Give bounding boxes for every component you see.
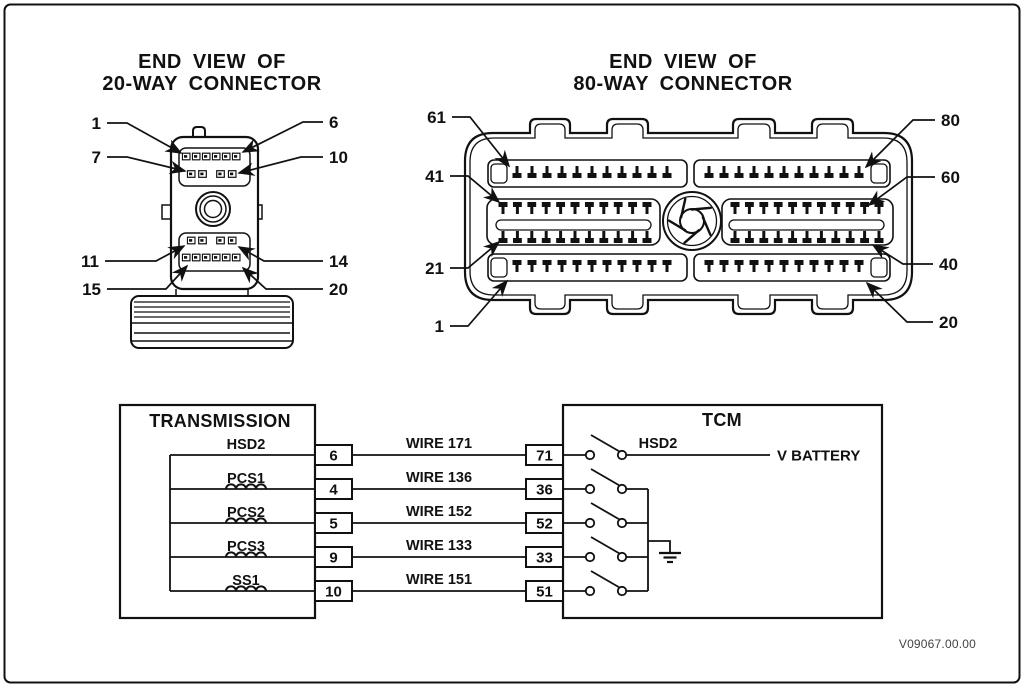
conn20-label-11: 11 xyxy=(81,252,99,271)
figure-id: V09067.00.00 xyxy=(899,637,976,651)
conn20-label-20: 20 xyxy=(329,280,348,299)
circuit-row: SS1 10 WIRE 151 51 xyxy=(170,570,648,602)
connector20-end-view: END VIEW OF 20-WAY CONNECTOR xyxy=(81,51,348,349)
conn20-title-line2: 20-WAY CONNECTOR xyxy=(102,73,321,95)
trans-pin-number: 4 xyxy=(329,482,338,499)
conn20-title-line1: END VIEW OF xyxy=(138,51,286,73)
component-label: SS1 xyxy=(232,573,259,589)
tcm-title: TCM xyxy=(702,410,742,430)
v-battery-label: V BATTERY xyxy=(777,448,860,465)
conn80-title-line2: 80-WAY CONNECTOR xyxy=(573,73,792,95)
conn80-center-lock xyxy=(662,191,722,251)
circuit-row: PCS2 5 WIRE 152 52 xyxy=(170,502,648,534)
trans-pin-number: 6 xyxy=(329,448,337,465)
tcm-box xyxy=(561,403,884,620)
wire-label: WIRE 136 xyxy=(406,470,472,486)
schematic: TRANSMISSION TCM HSD2 6 WIRE 171 71 HSD2… xyxy=(118,403,884,620)
solenoid-coil xyxy=(225,483,267,490)
conn80-label-60: 60 xyxy=(941,168,960,187)
tcm-pin-number: 71 xyxy=(536,448,553,465)
tcm-driver-label: HSD2 xyxy=(639,436,678,452)
driver-switch xyxy=(563,468,628,495)
transmission-box xyxy=(118,403,317,620)
conn20-label-6: 6 xyxy=(329,113,338,132)
conn80-label-1: 1 xyxy=(435,317,444,336)
conn80-title-line1: END VIEW OF xyxy=(609,51,757,73)
circuit-row: PCS1 4 WIRE 136 36 xyxy=(170,468,648,500)
conn20-label-7: 7 xyxy=(92,148,101,167)
wire-label: WIRE 133 xyxy=(406,538,472,554)
circuit-row: PCS3 9 WIRE 133 33 xyxy=(170,536,648,568)
tcm-pin-number: 36 xyxy=(536,482,553,499)
conn80-label-20: 20 xyxy=(939,313,958,332)
conn80-label-41: 41 xyxy=(425,167,444,186)
tcm-pin-number: 51 xyxy=(536,584,553,601)
conn80-leaders xyxy=(450,116,935,327)
trans-pin-number: 10 xyxy=(325,584,342,601)
conn80-pin-labels: 61 80 41 60 21 40 1 20 xyxy=(425,108,960,336)
circuit-row: HSD2 6 WIRE 171 71 HSD2 V BATTERY xyxy=(170,434,860,466)
transmission-title: TRANSMISSION xyxy=(149,411,291,431)
component-label: HSD2 xyxy=(227,437,266,453)
component-label: PCS1 xyxy=(227,471,265,487)
trans-pin-number: 9 xyxy=(329,550,337,567)
conn20-leaders xyxy=(105,121,323,290)
conn20-label-10: 10 xyxy=(329,148,348,167)
wire-label: WIRE 151 xyxy=(406,572,472,588)
driver-switch xyxy=(563,434,628,461)
solenoid-coil xyxy=(225,585,267,592)
conn20-label-1: 1 xyxy=(92,114,101,133)
solenoid-coil xyxy=(225,551,267,558)
conn20-pin-labels: 1 6 7 10 11 14 15 20 xyxy=(81,113,348,299)
driver-switch xyxy=(563,536,628,563)
tcm-pin-number: 33 xyxy=(536,550,553,567)
wire-label: WIRE 152 xyxy=(406,504,472,520)
connector80-end-view: END VIEW OF 80-WAY CONNECTOR xyxy=(425,51,960,336)
component-label: PCS2 xyxy=(227,505,265,521)
conn20-boot xyxy=(130,295,294,349)
trans-pin-number: 5 xyxy=(329,516,337,533)
component-label: PCS3 xyxy=(227,539,265,555)
solenoid-coil xyxy=(225,517,267,524)
tcm-pin-number: 52 xyxy=(536,516,553,533)
conn80-label-40: 40 xyxy=(939,255,958,274)
conn20-label-14: 14 xyxy=(329,252,348,271)
driver-switch xyxy=(563,570,628,597)
conn80-label-61: 61 xyxy=(427,108,446,127)
conn80-label-21: 21 xyxy=(425,259,444,278)
ground-symbol xyxy=(648,540,681,564)
conn20-label-15: 15 xyxy=(82,280,101,299)
conn80-pin-strips xyxy=(486,159,894,282)
conn80-label-80: 80 xyxy=(941,111,960,130)
wire-label: WIRE 171 xyxy=(406,436,472,452)
